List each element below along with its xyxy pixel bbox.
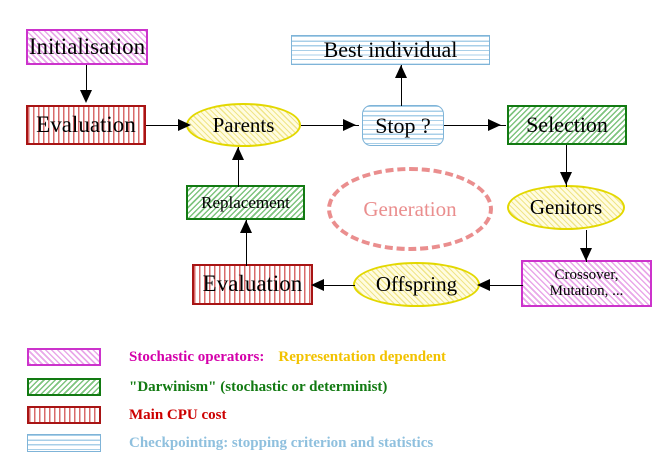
- legend-label-checkpointing-text: Checkpointing: stopping criterion and st…: [129, 434, 434, 451]
- legend-swatch-blue-horizontal-hatch-icon: [27, 434, 101, 452]
- edge-replacement-to-parents: [238, 147, 239, 187]
- node-crossover-mutation[interactable]: Crossover, Mutation, ...: [521, 260, 652, 307]
- node-crossover-mutation-label: Crossover, Mutation, ...: [549, 266, 624, 299]
- node-initialisation-label: Initialisation: [28, 33, 146, 59]
- arrowhead-crossover-to-offspring: [477, 279, 490, 291]
- legend-label-darwinism-text: "Darwinism" (stochastic or determinist): [129, 378, 388, 395]
- arrowhead-evaluation-to-replacement: [240, 220, 252, 233]
- node-parents[interactable]: Parents: [186, 103, 301, 147]
- node-initialisation[interactable]: Initialisation: [26, 29, 148, 65]
- legend-label-stochastic-operators: Stochastic operators: Representation depe…: [129, 349, 446, 366]
- node-genitors-label: Genitors: [529, 195, 603, 220]
- node-stop-label: Stop ?: [375, 112, 431, 138]
- legend-label-main-cpu-cost-text: Main CPU cost: [129, 406, 227, 423]
- node-generation-label: Generation: [363, 196, 457, 221]
- legend-row-checkpointing: Checkpointing: stopping criterion and st…: [27, 434, 433, 452]
- edge-evaluation-to-replacement: [246, 220, 247, 266]
- arrowhead-evaluation-to-parents: [178, 119, 191, 131]
- edge-parents-to-stop: [301, 125, 359, 126]
- edge-genitors-to-crossover: [586, 230, 587, 262]
- node-selection-label: Selection: [526, 112, 608, 138]
- arrowhead-initialisation-to-evaluation: [80, 90, 92, 103]
- edge-stop-to-best-individual: [401, 65, 402, 106]
- legend-row-main-cpu-cost: Main CPU cost: [27, 406, 227, 424]
- node-replacement[interactable]: Replacement: [186, 185, 305, 220]
- arrowhead-genitors-to-crossover: [580, 248, 592, 261]
- arrowhead-stop-to-selection: [488, 119, 501, 131]
- edge-stop-to-selection: [444, 125, 506, 126]
- legend-label-stochastic-operators-part1: Stochastic operators:: [129, 348, 265, 365]
- node-offspring[interactable]: Offspring: [353, 262, 480, 307]
- legend-label-checkpointing: Checkpointing: stopping criterion and st…: [129, 435, 433, 452]
- node-selection[interactable]: Selection: [507, 105, 627, 145]
- node-offspring-label: Offspring: [375, 272, 458, 297]
- node-replacement-label: Replacement: [201, 192, 290, 212]
- node-parents-label: Parents: [212, 112, 275, 137]
- node-evaluation-top[interactable]: Evaluation: [26, 105, 146, 145]
- legend-label-representation-dependent: Representation dependent: [278, 348, 447, 365]
- node-evaluation-bottom[interactable]: Evaluation: [192, 264, 313, 305]
- arrowhead-selection-to-genitors: [560, 172, 572, 185]
- arrowhead-parents-to-stop: [343, 119, 356, 131]
- node-evaluation-top-label: Evaluation: [36, 111, 136, 137]
- node-stop[interactable]: Stop ?: [362, 105, 444, 146]
- node-genitors[interactable]: Genitors: [507, 185, 625, 230]
- node-best-individual[interactable]: Best individual: [291, 35, 490, 65]
- legend-row-stochastic-operators: Stochastic operators: Representation depe…: [27, 348, 446, 366]
- arrowhead-replacement-to-parents: [232, 147, 244, 160]
- legend-swatch-green-diagonal-hatch-icon: [27, 378, 101, 396]
- legend-swatch-magenta-diagonal-hatch-icon: [27, 348, 101, 366]
- arrowhead-offspring-to-evaluation: [311, 279, 324, 291]
- arrowhead-stop-to-best-individual: [395, 65, 407, 78]
- edge-offspring-to-evaluation: [313, 285, 355, 286]
- edge-selection-to-genitors: [566, 145, 567, 187]
- legend-row-darwinism: "Darwinism" (stochastic or determinist): [27, 378, 387, 396]
- legend-label-main-cpu-cost: Main CPU cost: [129, 407, 227, 424]
- node-generation-loop: Generation: [327, 167, 493, 251]
- legend-label-darwinism: "Darwinism" (stochastic or determinist): [129, 379, 387, 396]
- node-evaluation-bottom-label: Evaluation: [202, 271, 303, 297]
- edge-crossover-to-offspring: [481, 285, 523, 286]
- legend-swatch-red-vertical-hatch-icon: [27, 406, 101, 424]
- edge-evaluation-to-parents: [146, 125, 181, 126]
- node-best-individual-label: Best individual: [323, 37, 458, 63]
- edge-initialisation-to-evaluation: [86, 65, 87, 92]
